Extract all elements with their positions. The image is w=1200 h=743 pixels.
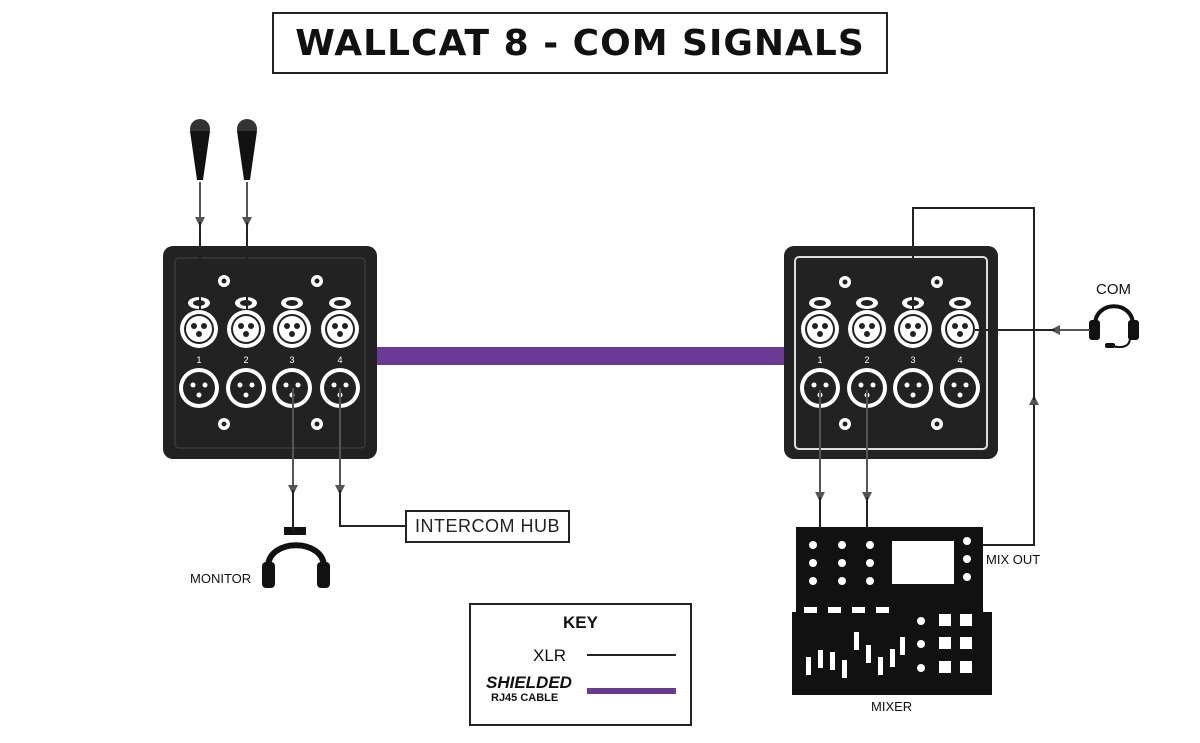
title-box: WALLCAT 8 - COM SIGNALS [272, 12, 888, 74]
key-xlr-label: XLR [533, 646, 567, 665]
xlr-latch-tab [949, 297, 971, 309]
xlr-signal-line [339, 490, 406, 527]
xlr-female-right-4 [941, 310, 979, 348]
channel-number: 4 [337, 355, 342, 365]
key-xlr-swatch [587, 654, 676, 656]
key-legend: KEY XLR SHIELDED RJ45 CABLE [469, 603, 692, 726]
xlr-female-left-4 [321, 310, 359, 348]
xlr-male-left-3 [272, 368, 312, 408]
xlr-latch-tab [856, 297, 878, 309]
xlr-latch-tab [809, 297, 831, 309]
channel-number: 2 [864, 355, 869, 365]
channel-number: 1 [196, 355, 201, 365]
microphone-icon [237, 119, 257, 180]
xlr-female-right-2 [848, 310, 886, 348]
channel-number: 1 [817, 355, 822, 365]
xlr-male-right-1 [800, 368, 840, 408]
xlr-female-right-3 [894, 310, 932, 348]
monitor-label: MONITOR [190, 571, 252, 586]
xlr-male-right-2 [847, 368, 887, 408]
key-rj45-label: RJ45 CABLE [491, 692, 559, 704]
channel-number: 4 [957, 355, 962, 365]
xlr-signal-line [912, 207, 1035, 400]
mix-out-label: MIX OUT [986, 552, 1041, 567]
headset-icon [1089, 304, 1139, 348]
headphones-icon [262, 527, 330, 588]
xlr-latch-tab [329, 297, 351, 309]
xlr-female-left-2 [227, 310, 265, 348]
xlr-female-left-1 [180, 310, 218, 348]
key-rj45-swatch [587, 688, 676, 694]
mixer-label: MIXER [871, 699, 913, 714]
channel-number: 3 [910, 355, 915, 365]
mixer-icon [792, 527, 992, 695]
microphone-icon [190, 119, 210, 180]
xlr-signal-line [983, 395, 1039, 546]
xlr-female-right-1 [801, 310, 839, 348]
key-shielded-label: SHIELDED [486, 673, 572, 692]
channel-number: 3 [289, 355, 294, 365]
intercom-hub-label: INTERCOM HUB [405, 510, 570, 543]
right-wallplate: 1 2 3 4 [784, 246, 998, 459]
xlr-female-left-3 [273, 310, 311, 348]
xlr-male-left-1 [179, 368, 219, 408]
com-label: COM [1096, 281, 1131, 298]
channel-number: 2 [243, 355, 248, 365]
xlr-male-right-3 [893, 368, 933, 408]
xlr-latch-tab [281, 297, 303, 309]
xlr-male-left-2 [226, 368, 266, 408]
rj45-cable-line [376, 347, 786, 365]
xlr-male-right-4 [940, 368, 980, 408]
diagram-title: WALLCAT 8 - COM SIGNALS [295, 22, 865, 64]
left-wallplate: 1 2 3 4 [163, 246, 377, 459]
key-title: KEY [563, 613, 598, 632]
